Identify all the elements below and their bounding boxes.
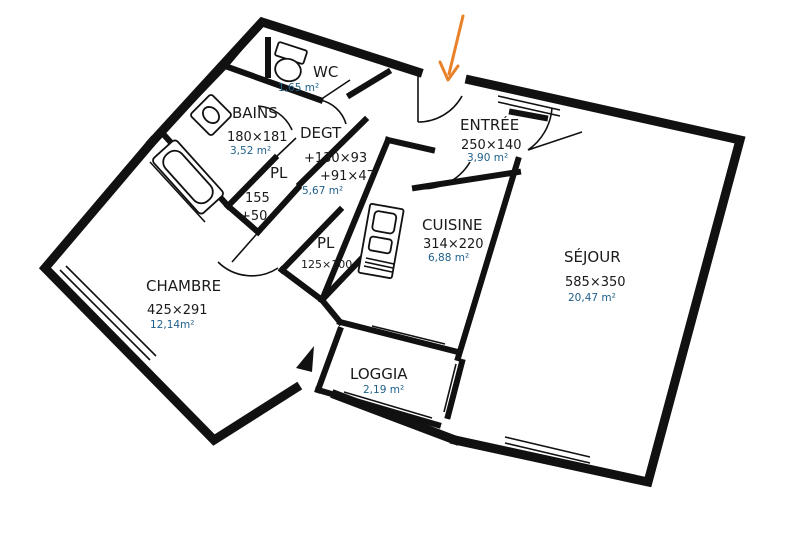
room-area: 1,65 m² — [278, 82, 319, 94]
room-name: SÉJOUR — [564, 247, 621, 266]
room-bains: BAINS 180×181 3,52 m² — [227, 104, 288, 157]
room-dims: +130×93 — [304, 151, 367, 166]
room-area: 5,67 m² — [302, 185, 343, 197]
room-name: PL — [270, 164, 288, 182]
room-area: 3,52 m² — [230, 145, 271, 157]
room-area: 12,14m² — [150, 319, 195, 331]
sink-icon — [190, 94, 232, 136]
room-name: CUISINE — [422, 216, 483, 234]
room-pl-1: PL 155 +50 — [240, 164, 288, 224]
room-loggia: LOGGIA 2,19 m² — [350, 365, 408, 396]
room-dims: 155 — [245, 191, 270, 206]
room-dims-2: +50 — [240, 209, 267, 224]
room-name: LOGGIA — [350, 365, 408, 383]
room-name: DEGT — [300, 124, 342, 142]
room-dims: 314×220 — [423, 237, 484, 252]
room-entree: ENTRÉE 250×140 3,90 m² — [460, 115, 522, 164]
room-chambre: CHAMBRE 425×291 12,14m² — [146, 277, 221, 331]
room-area: 3,90 m² — [467, 152, 508, 164]
windows — [59, 95, 591, 464]
room-name: ENTRÉE — [460, 115, 519, 134]
room-name: WC — [313, 63, 338, 81]
room-dims: 250×140 — [461, 138, 522, 153]
room-cuisine: CUISINE 314×220 6,88 m² — [422, 216, 484, 264]
corner-marker — [296, 346, 314, 372]
room-dims: 585×350 — [565, 275, 626, 290]
kitchen-sink-icon — [357, 202, 405, 280]
toilet-icon — [274, 41, 308, 83]
room-dims-2: +91×47 — [320, 169, 375, 184]
entrance-arrow-icon — [438, 14, 465, 82]
room-area: 6,88 m² — [428, 252, 469, 264]
room-dims: 180×181 — [227, 130, 288, 145]
room-dims: 425×291 — [147, 303, 208, 318]
room-pl-2: PL 125×100 — [301, 234, 352, 271]
room-area: 20,47 m² — [568, 292, 616, 304]
walls — [38, 16, 746, 488]
bathtub-icon — [152, 139, 224, 215]
room-area: 2,19 m² — [363, 384, 404, 396]
room-wc: WC 1,65 m² — [278, 63, 338, 94]
room-name: CHAMBRE — [146, 277, 221, 295]
room-name: BAINS — [232, 104, 278, 122]
room-sejour: SÉJOUR 585×350 20,47 m² — [564, 247, 626, 304]
room-name: PL — [317, 234, 335, 252]
room-dims: 125×100 — [301, 258, 352, 271]
doors — [217, 72, 583, 277]
room-degt: DEGT +130×93 +91×47 5,67 m² — [300, 124, 375, 197]
